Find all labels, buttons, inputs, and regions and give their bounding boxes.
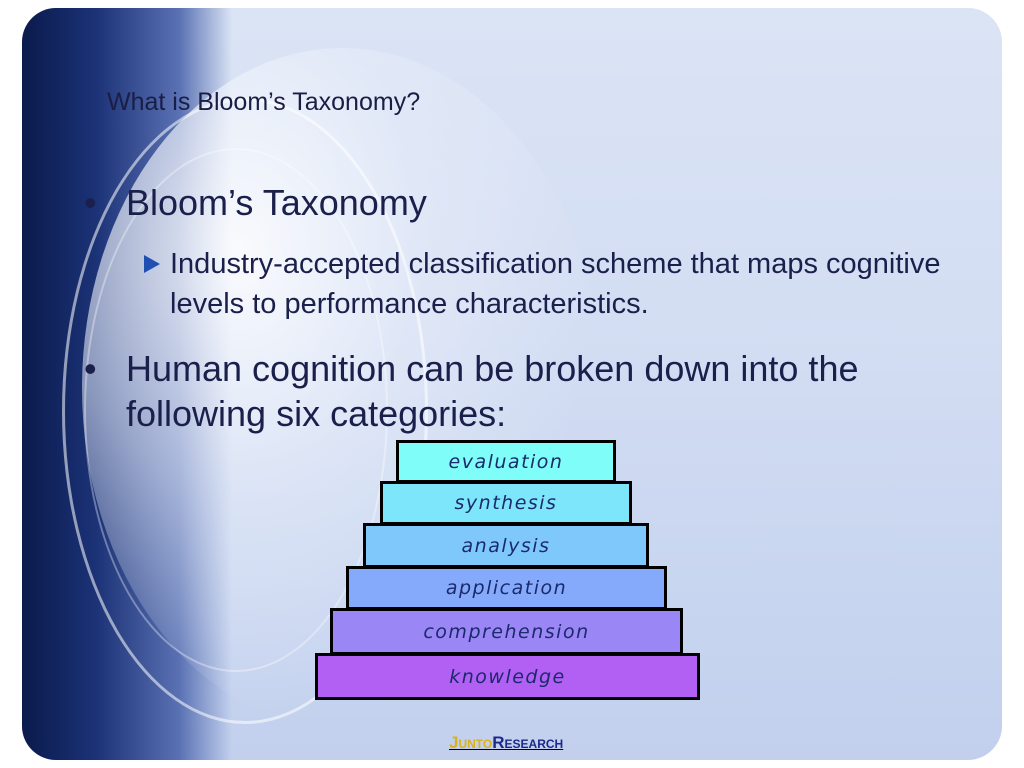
- pyramid-level-knowledge: knowledge: [315, 653, 700, 700]
- bullet-text: Bloom’s Taxonomy: [126, 182, 427, 223]
- slide-background: [22, 8, 1002, 760]
- logo-research-rest: ESEARCH: [504, 737, 564, 751]
- pyramid-level-application: application: [346, 566, 667, 610]
- sub-bullet-text: Industry-accepted classification scheme …: [170, 248, 941, 320]
- arrow-right-icon: [144, 255, 160, 273]
- pyramid-level-evaluation: evaluation: [396, 440, 616, 483]
- pyramid-level-synthesis: synthesis: [380, 481, 632, 525]
- background-ring: [62, 98, 428, 724]
- bullet-marker: •: [84, 348, 97, 389]
- slide-title: What is Bloom’s Taxonomy?: [107, 88, 421, 116]
- logo-junto-initial: J: [449, 733, 459, 752]
- bullet-text: Human cognition can be broken down into …: [126, 348, 859, 434]
- footer-logo[interactable]: JUNTORESEARCH: [449, 733, 563, 753]
- logo-junto-rest: UNTO: [458, 737, 493, 751]
- background-ring-inner: [84, 148, 388, 672]
- pyramid-level-comprehension: comprehension: [330, 608, 683, 655]
- logo-research-initial: R: [492, 733, 505, 752]
- bullet-marker: •: [84, 182, 97, 223]
- pyramid-level-analysis: analysis: [363, 523, 649, 568]
